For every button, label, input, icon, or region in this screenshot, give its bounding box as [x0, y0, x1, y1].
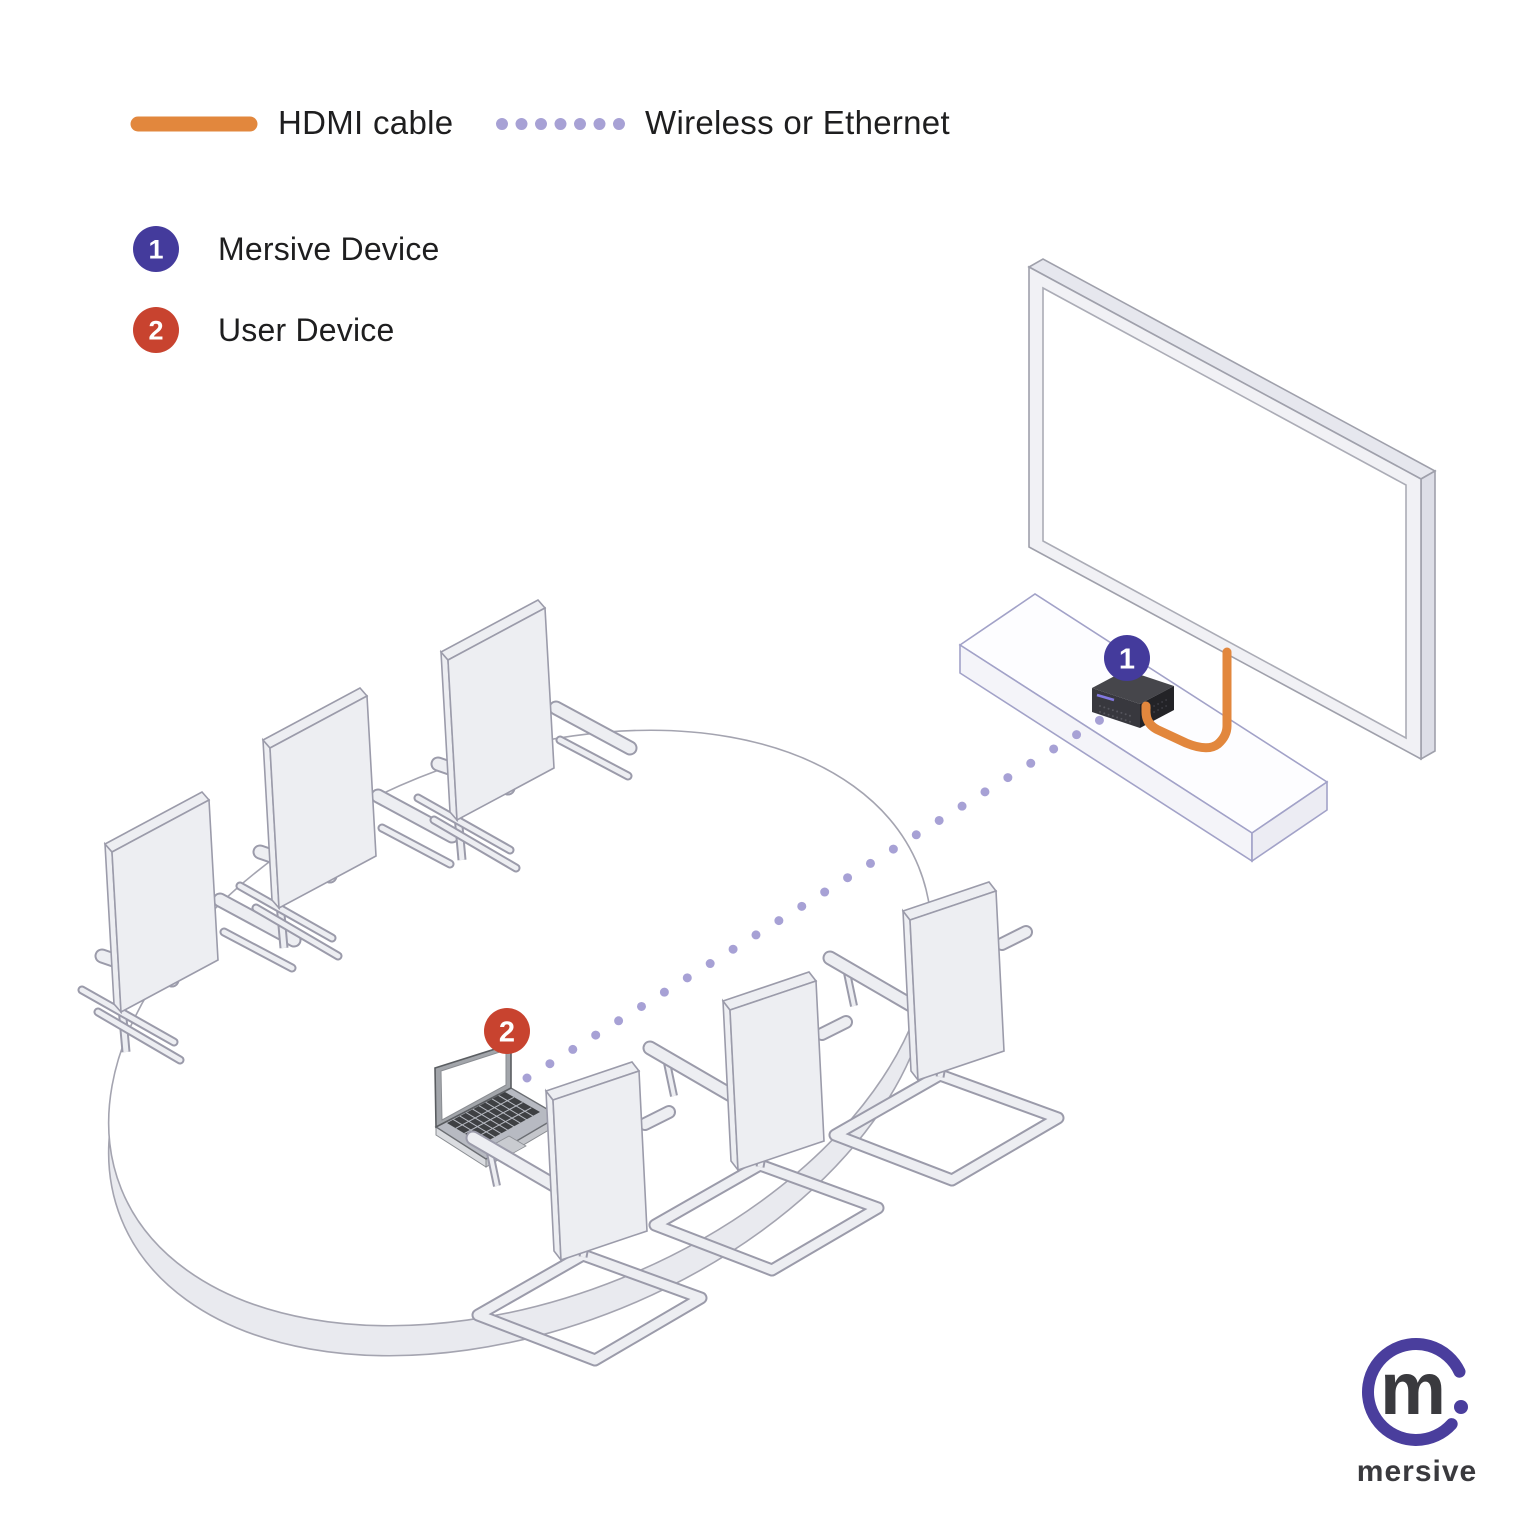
key-badge-mersive: 1	[133, 226, 179, 272]
hdmi-cable	[1141, 647, 1232, 753]
device-led	[1096, 693, 1115, 702]
wireless-connection	[522, 715, 1105, 1083]
tv-screen	[1042, 286, 1407, 740]
key-badge-user: 2	[133, 307, 179, 353]
key-label-mersive: Mersive Device	[218, 231, 440, 267]
marker-user-device: 2	[484, 1008, 530, 1054]
tv-display	[1027, 258, 1437, 761]
marker-circle	[1104, 635, 1150, 681]
hdmi-cable-swatch	[130, 116, 258, 132]
wireless-swatch	[496, 118, 626, 130]
marker-mersive-device: 1	[1104, 635, 1150, 681]
marker-circle	[484, 1008, 530, 1054]
svg-text:2: 2	[148, 316, 163, 346]
marker-number: 2	[499, 1017, 515, 1049]
logo-ring	[1362, 1338, 1466, 1446]
hdmi-cable-label: HDMI cable	[278, 104, 454, 141]
logo-dot	[1454, 1400, 1468, 1414]
logo-wordmark: mersive	[1357, 1455, 1477, 1488]
mersive-logo: m mersive	[1357, 1338, 1477, 1488]
logo-monogram: m	[1380, 1347, 1446, 1430]
svg-text:1: 1	[148, 235, 163, 265]
key-label-user: User Device	[218, 312, 395, 348]
marker-number: 1	[1119, 644, 1135, 676]
wireless-label: Wireless or Ethernet	[645, 104, 950, 141]
